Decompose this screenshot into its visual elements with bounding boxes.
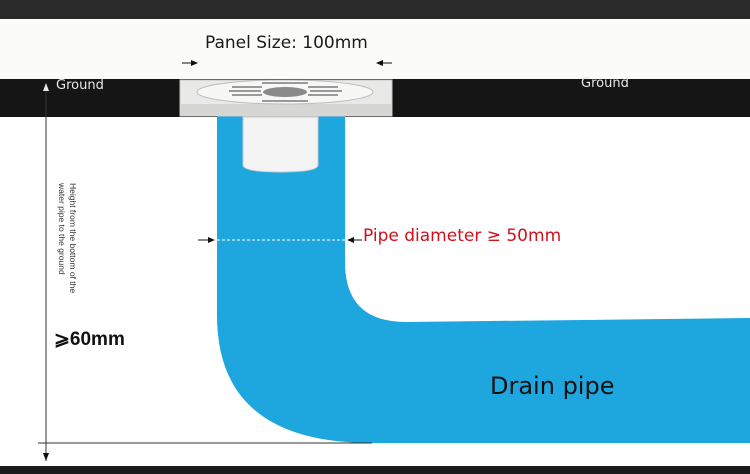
arrow-right-icon (198, 237, 215, 243)
ground-label-left: Ground (56, 78, 104, 93)
arrow-down-icon (43, 453, 49, 461)
top-band (0, 0, 750, 19)
top-light-band (0, 19, 750, 79)
arrow-up-icon (43, 83, 49, 91)
floor-drain-panel (179, 79, 393, 117)
arrow-left-icon (347, 237, 362, 243)
height-note-label: Height from the bottom of the water pipe… (57, 183, 78, 294)
panel-size-label: Panel Size: 100mm (205, 33, 368, 53)
pipe-diameter-label: Pipe diameter ≥ 50mm (363, 226, 562, 246)
drain-pipe-label: Drain pipe (490, 372, 615, 400)
drain-core-cup (242, 116, 319, 173)
panel-size-arrow-right (376, 60, 392, 66)
ground-label-right: Ground (581, 76, 629, 91)
min-height-label: ⩾60mm (54, 329, 125, 350)
drain-pipe-body (217, 110, 750, 443)
bottom-strip (0, 466, 750, 474)
panel-size-arrow-left (182, 60, 198, 66)
